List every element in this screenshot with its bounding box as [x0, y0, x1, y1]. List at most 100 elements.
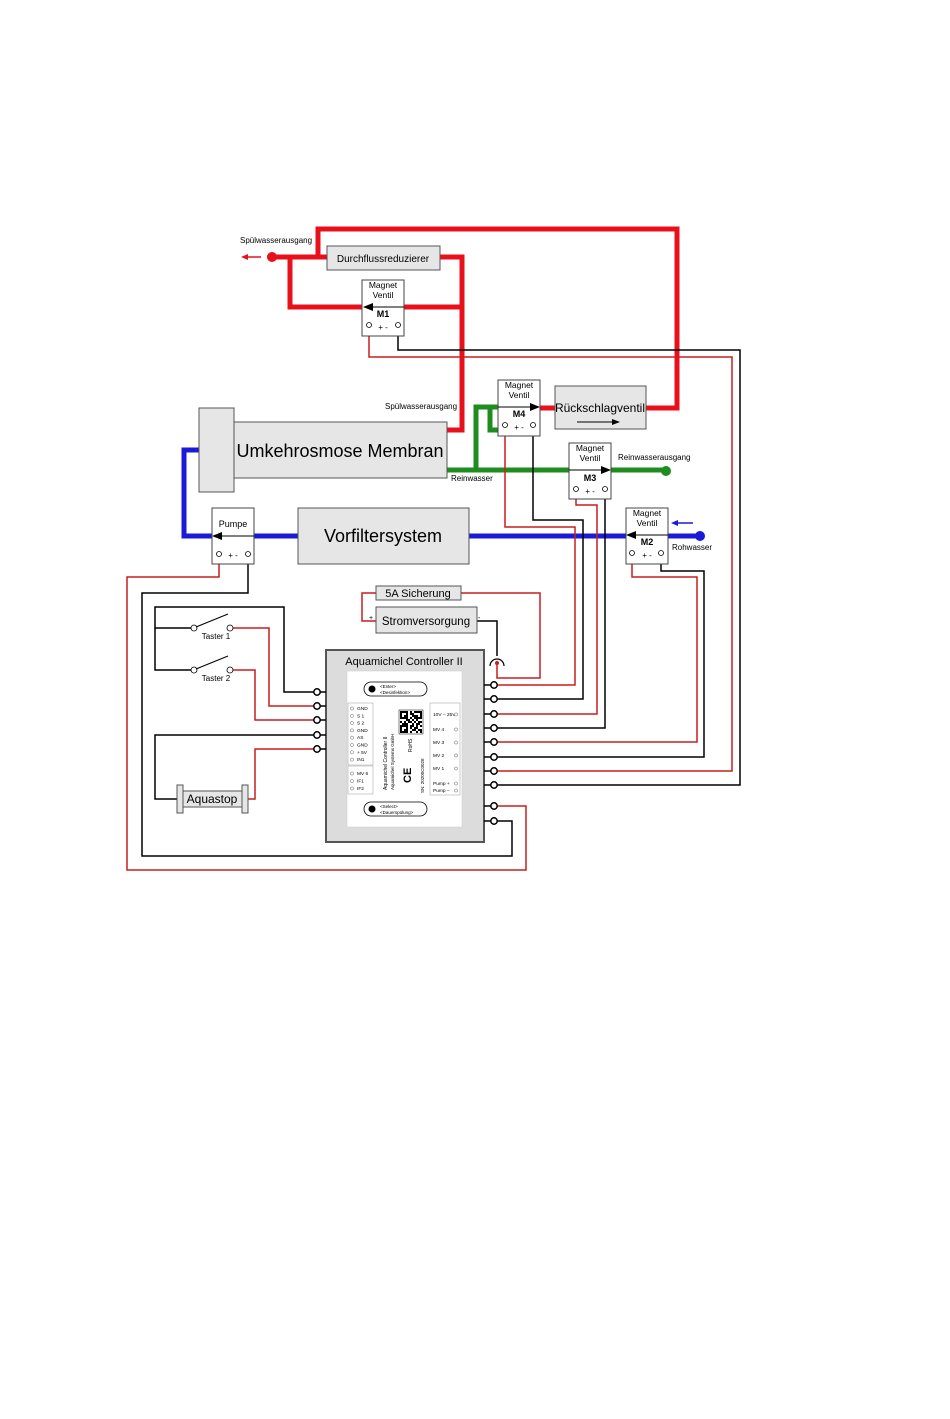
pin-label: Pump + — [433, 781, 450, 787]
pin-dot — [350, 743, 354, 747]
flow-reducer-box — [326, 245, 441, 271]
valve-m3-terminal-minus — [602, 486, 608, 492]
qr-cell — [404, 725, 406, 727]
pin-label: S 1 — [357, 713, 365, 719]
right-terminal — [490, 681, 498, 689]
valve-m4-magnet: Magnet — [505, 380, 534, 390]
ro-membrane-endcap — [198, 407, 235, 493]
qr-cell — [410, 727, 412, 729]
qr-cell — [406, 715, 408, 717]
valve-m1-arrow-head — [363, 303, 373, 311]
left-terminal — [313, 731, 321, 739]
select-button-dot — [368, 805, 376, 813]
pin-dot — [350, 779, 354, 783]
controller-right-terminals — [484, 681, 498, 825]
ce-mark: CE — [402, 768, 414, 783]
taster1-contact-right — [226, 624, 234, 632]
valve-m2-magnet: Magnet — [633, 508, 662, 518]
pin-dot — [350, 728, 354, 733]
left-terminal — [313, 745, 321, 753]
qr-cell — [410, 731, 412, 733]
valve-m2-terminal-plus — [629, 550, 635, 556]
power-plug-pin — [495, 661, 499, 665]
valve-m1-terminal-minus — [395, 322, 401, 328]
right-terminal — [490, 710, 498, 718]
pure-outlet-dot — [661, 466, 671, 476]
wire-aquastop-red — [248, 748, 317, 800]
qr-cell — [412, 719, 414, 721]
qr-cell — [410, 717, 412, 719]
taster1-contact-left — [190, 624, 198, 632]
wire-m1-plus — [368, 328, 733, 772]
raw-inlet-arrow — [671, 520, 693, 526]
pin-dot — [454, 753, 458, 758]
aquastop-cap-right — [241, 784, 249, 814]
left-terminal — [313, 716, 321, 724]
wire-psu-minus — [477, 620, 498, 656]
taster2-contact-right — [226, 666, 234, 674]
pin-label: IF2 — [357, 786, 364, 792]
pump-polarity: + - — [228, 551, 238, 560]
pin-label: IN1 — [357, 757, 365, 763]
qr-cell — [402, 723, 404, 725]
fuse-box — [375, 585, 462, 601]
flush-line-reducer-right — [440, 254, 465, 433]
enter-button[interactable] — [363, 681, 428, 697]
qr-cell — [400, 725, 402, 727]
wire-m2-plus — [497, 557, 698, 743]
right-terminal — [490, 767, 498, 775]
qr-cell — [406, 729, 408, 731]
flush-line-m1-bypass — [287, 257, 362, 310]
brand-line-1: Aquamichel Controller II — [383, 737, 389, 790]
reinwasserausgang-label: Reinwasserausgang — [618, 453, 691, 462]
power-supply-label: Stromversorgung — [382, 616, 470, 628]
power-supply-minus: - — [478, 615, 481, 622]
wire-m3-minus — [497, 492, 606, 729]
qr-cell — [412, 729, 414, 731]
valve-m3-arrow-head — [601, 466, 611, 474]
qr-cell — [414, 721, 416, 723]
valve-m2-polarity: + - — [642, 551, 652, 560]
pin-dot — [350, 706, 354, 711]
flush-outlet-top-label: Spülwasserausgang — [240, 236, 312, 245]
qr-cell — [416, 723, 418, 725]
wire-fuse-loop — [361, 592, 376, 622]
left-pin-block — [347, 702, 374, 766]
valve-m2-arrow-head — [626, 531, 636, 539]
qr-cell — [420, 717, 422, 719]
valve-m3-id: M3 — [584, 473, 597, 483]
qr-cell — [412, 725, 414, 727]
rohwasser-label: Rohwasser — [672, 543, 712, 552]
wire-m2-minus — [497, 557, 705, 758]
enter-button-label: <Enter> — [380, 684, 396, 689]
qr-cell — [402, 731, 404, 733]
qr-cell — [418, 723, 420, 725]
check-valve-label: Rückschlagventil — [555, 401, 645, 415]
pure-line-to-m4 — [473, 404, 498, 470]
pin-dot — [454, 781, 458, 786]
pin-dot — [454, 727, 458, 732]
qr-cell — [418, 721, 420, 723]
right-terminal — [490, 781, 498, 789]
qr-cell — [406, 711, 408, 713]
pure-line-m4-loop — [487, 407, 498, 433]
qr-cell — [414, 729, 416, 731]
button-taster-1: Taster 1 — [190, 613, 234, 641]
taster1-label: Taster 1 — [202, 632, 231, 641]
qr-cell — [406, 731, 408, 733]
wire-m1-minus — [397, 328, 741, 786]
flow-reducer: Durchflussreduzierer — [326, 245, 441, 271]
pin-label: S 2 — [357, 721, 365, 727]
qr-cell — [400, 713, 402, 715]
valve-m2-terminal-minus — [658, 550, 664, 556]
rohs-mark: RoHS — [408, 738, 414, 752]
right-pin-block — [429, 702, 461, 796]
right-terminal — [490, 695, 498, 703]
select-button[interactable] — [363, 801, 428, 817]
controller-title: Aquamichel Controller II — [345, 656, 462, 668]
desinfektion-label: <Desinfektion> — [380, 690, 410, 695]
dauerspuelung-label: <Dauerspülung> — [380, 810, 414, 815]
qr-cell — [402, 711, 404, 713]
